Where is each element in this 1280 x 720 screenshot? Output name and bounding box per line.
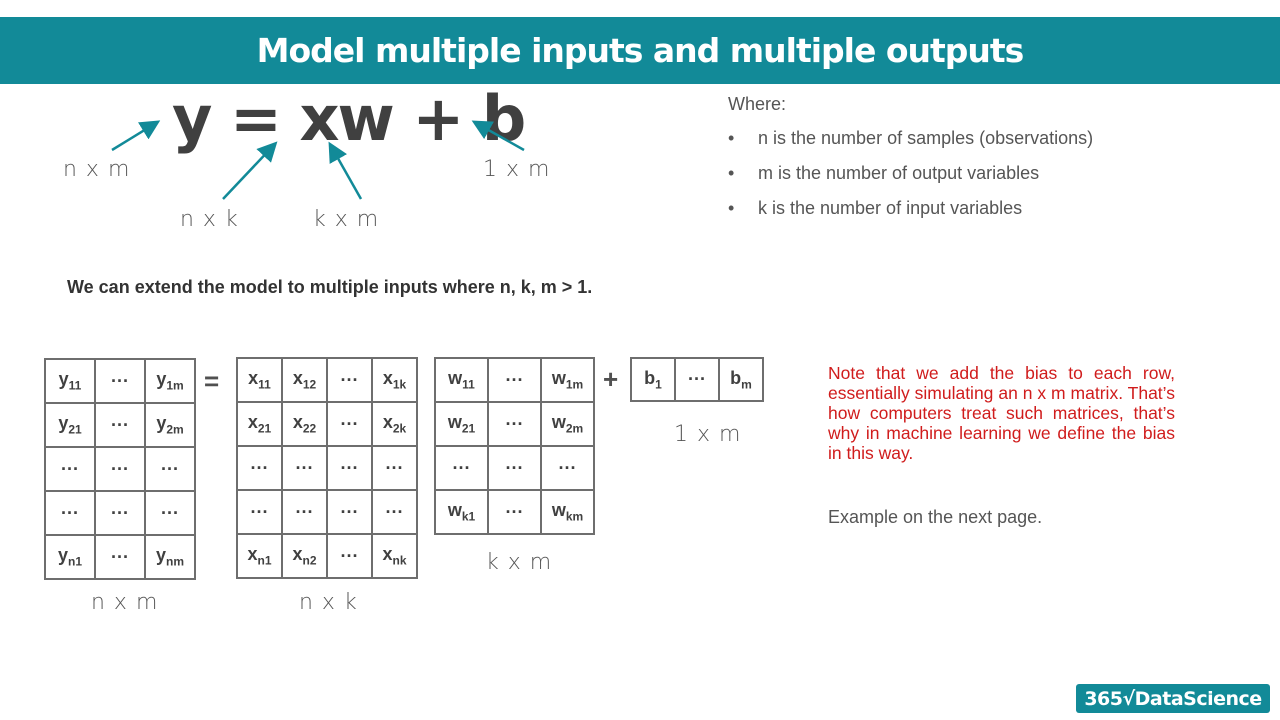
dim-w-label: k x m (313, 207, 380, 232)
extend-statement: We can extend the model to multiple inpu… (67, 277, 593, 297)
definition-m: •m is the number of output variables (728, 163, 1040, 183)
dim-b-label: 1 x m (483, 157, 551, 182)
matrix-w-dim: k x m (486, 550, 553, 575)
definition-n: •n is the number of samples (observation… (728, 128, 1094, 148)
page-title: Model multiple inputs and multiple outpu… (256, 31, 1025, 70)
matrix-b: b1···bm (630, 357, 764, 402)
dim-x-label: n x k (180, 207, 239, 232)
matrix-y-dim: n x m (91, 590, 159, 615)
equation: y = xw + b (172, 82, 526, 155)
matrix-y: y11···y1m y21···y2m ········· ········· … (44, 358, 196, 580)
title-banner: Model multiple inputs and multiple outpu… (0, 17, 1280, 84)
bias-note: Note that we add the bias to each row, e… (828, 363, 1175, 463)
matrix-w: w11···w1m w21···w2m ········· wk1···wkm (434, 357, 595, 535)
definitions-list: •n is the number of samples (observation… (728, 128, 1093, 233)
brand-logo: 365√DataScience (1076, 684, 1270, 713)
plus-sign: + (603, 364, 619, 394)
definition-k: •k is the number of input variables (728, 198, 1023, 218)
example-next-page: Example on the next page. (828, 507, 1043, 527)
matrix-b-dim: 1 x m (674, 422, 742, 447)
where-label: Where: (728, 94, 787, 114)
equals-sign: = (204, 366, 220, 396)
dim-y-label: n x m (63, 157, 131, 182)
matrix-x-dim: n x k (299, 590, 358, 615)
